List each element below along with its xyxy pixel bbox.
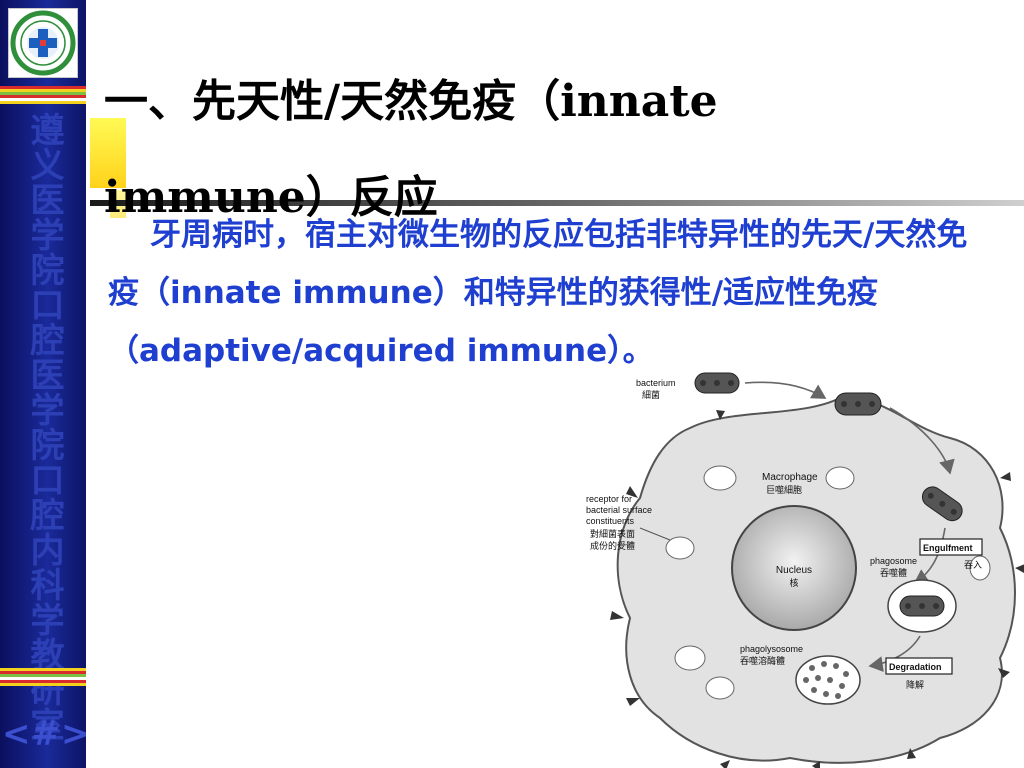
engulfment-label-en: Engulfment: [923, 543, 973, 553]
receptor-label-en-2: bacterial surface: [586, 505, 652, 515]
receptor-label-en-3: constituents: [586, 516, 635, 526]
phagolysosome-label-en: phagolysosome: [740, 644, 803, 654]
stripe-band-top: [0, 86, 86, 104]
receptor-label-zh-2: 成份的受體: [590, 540, 635, 551]
bacterium-icon: [834, 392, 882, 416]
nucleus-label-en: Nucleus: [776, 565, 812, 576]
phagosome-label-en: phagosome: [870, 556, 917, 566]
macrophage-label-en: Macrophage: [762, 472, 818, 483]
body-paragraph: 牙周病时，宿主对微生物的反应包括非特异性的先天/天然免疫（innate immu…: [108, 206, 998, 380]
vacuole: [969, 555, 991, 581]
department-vertical-text: 遵义医学院口腔医学院口腔内科学教研室: [24, 112, 64, 742]
vacuole: [703, 465, 737, 491]
sidebar: 遵义医学院口腔医学院口腔内科学教研室 <#>: [0, 0, 91, 768]
slide-title: 一、先天性/天然免疫（innate immune）反应: [104, 76, 718, 223]
title-accent-square: [90, 118, 126, 188]
engulfment-label-zh: 吞入: [964, 560, 982, 570]
degradation-dots: [803, 661, 849, 699]
degradation-label-en: Degradation: [889, 662, 942, 672]
vacuole: [674, 645, 706, 671]
bacterium-icon: [694, 372, 740, 394]
phagosome-label-zh: 吞噬體: [880, 567, 907, 578]
slide-number-nav[interactable]: <#>: [2, 714, 91, 754]
vacuole: [705, 676, 735, 700]
title-divider: [90, 200, 1024, 206]
nucleus-label-zh: 核: [789, 577, 798, 588]
nucleus: [731, 505, 857, 631]
bacterium-icon: [899, 595, 945, 617]
degradation-label-zh: 降解: [906, 679, 924, 690]
school-logo: [8, 8, 78, 78]
arrow-icon: [868, 635, 921, 673]
macrophage-phagocytosis-diagram: Nucleus 核 bacterium 細菌 phagosome 吞噬體 pha…: [586, 372, 1024, 768]
arrow-icon: [889, 407, 955, 475]
receptor-label-zh-1: 對細菌表面: [590, 528, 635, 539]
body-paragraph-text: 牙周病时，宿主对微生物的反应包括非特异性的先天/天然免疫（innate immu…: [108, 217, 968, 369]
degradation-box: [885, 657, 953, 675]
phagolysosome-label-zh: 吞噬溶酶體: [740, 655, 785, 666]
vacuole: [825, 466, 855, 490]
arrow-icon: [744, 381, 827, 399]
bacterium-label-zh: 細菌: [642, 389, 660, 400]
pointer-line: [639, 527, 671, 541]
receptor-label-en-1: receptor for: [586, 494, 632, 504]
stripe-band-bottom: [0, 668, 86, 686]
macrophage-label-zh: 巨噬細胞: [766, 484, 802, 495]
engulfment-box: [919, 538, 983, 556]
bacterium-icon: [921, 486, 963, 522]
vacuole: [665, 536, 695, 560]
bacterium-label-en: bacterium: [636, 378, 676, 388]
